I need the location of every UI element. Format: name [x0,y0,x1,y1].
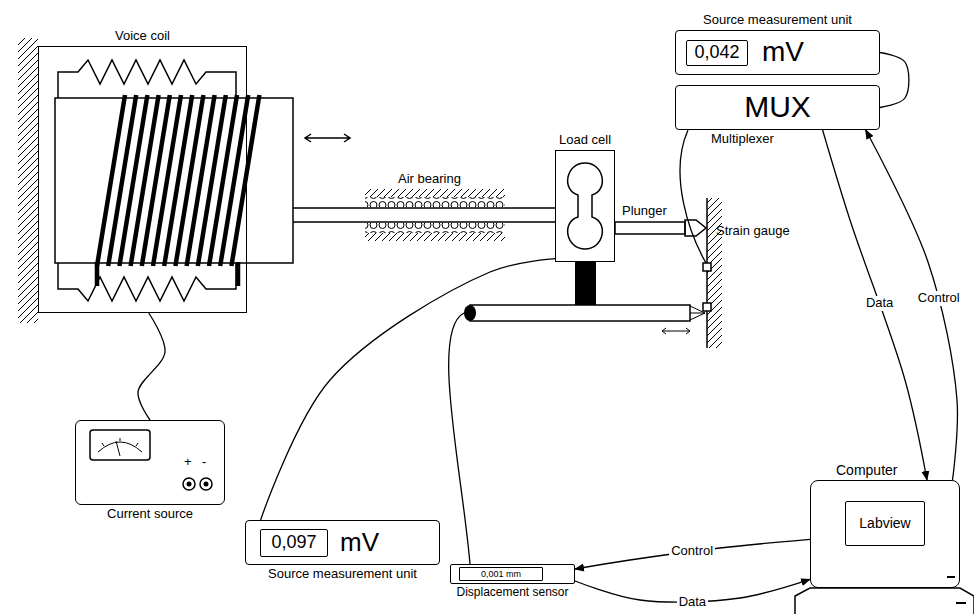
computer-monitor: ComputerLabview [810,480,960,588]
displacement-probe [470,305,690,321]
meter-scale [98,438,142,452]
display: 0,042 [686,40,748,66]
multiplexer: MUXMultiplexer [675,85,880,130]
bearing-hatch [365,189,505,197]
unit-label: mV [762,36,804,68]
flow-arrow [575,539,810,569]
computer-detail [947,577,966,603]
unit-label: mV [340,528,379,558]
part-label: Air bearing [398,172,461,187]
computer-screen: Labview [845,501,925,546]
meter-window [90,430,150,460]
wall-hatch [18,38,38,323]
wire [880,53,909,108]
terminal-dot [204,482,209,487]
terminal [200,478,212,490]
computer-base [795,588,974,614]
bearing-balls [365,197,505,207]
strain-gauge-pad [703,263,711,271]
bearing-balls [365,223,505,233]
load-cell: Load cell [555,150,615,262]
display-reading: 0,001 mm [481,569,521,579]
plunger-rod [615,222,685,234]
coil-lead [97,262,238,286]
probe-wire [449,313,470,564]
part-label: Voice coil [115,29,170,44]
terminal-sign: - [202,455,206,470]
display: 0,001 mm [459,567,543,581]
part-label: Source measurement unit [703,13,852,28]
terminal-dot [187,482,192,487]
wall-hatch [707,198,722,348]
voice-coil-housing: Voice coil [38,46,247,313]
flow-label: Data [864,296,895,311]
spring-bottom [58,263,236,301]
terminal-sign: + [184,455,192,470]
software-name: Labview [859,515,910,531]
motion-arrow [305,134,350,142]
source-measurement-unit: Source measurement unitmV0,097 [245,520,440,565]
part-label: Computer [836,462,897,478]
part-label: Current source [107,507,193,522]
flow-label: Control [916,291,962,306]
shaft [293,208,555,222]
gauge-wire [680,130,706,263]
terminal [183,478,195,490]
part-label: Load cell [559,133,611,148]
wall [706,198,708,348]
flow-label: Data [677,595,708,610]
part-label: Plunger [622,204,667,219]
displacement-sensor: Displacement sensor0,001 mm [450,564,575,584]
display-reading: 0,097 [271,532,316,553]
display: 0,097 [260,529,328,557]
flow-label: Control [669,544,715,559]
part-label: Strain gauge [716,224,790,239]
travel-arrow [662,328,690,334]
source-measurement-unit: Source measurement unitmV0,042 [675,30,880,75]
part-label: Multiplexer [711,132,774,147]
wire [261,259,555,520]
meter-needle [116,441,120,456]
part-label: Source measurement unit [268,567,417,582]
spring-top [58,60,236,98]
part-label: Displacement sensor [456,586,568,600]
device-name: MUX [744,90,811,125]
flow-arrow [823,130,927,480]
sensor-mount [575,262,596,305]
load-cell-element [568,163,603,249]
coil-windings [97,95,259,266]
bearing-hatch [365,233,505,241]
coil-winding [231,95,259,266]
wire [138,313,165,420]
strain-gauge-pad [703,303,711,311]
magnet-body [55,98,293,263]
display-reading: 0,042 [694,42,739,63]
probe-cap [464,305,476,321]
